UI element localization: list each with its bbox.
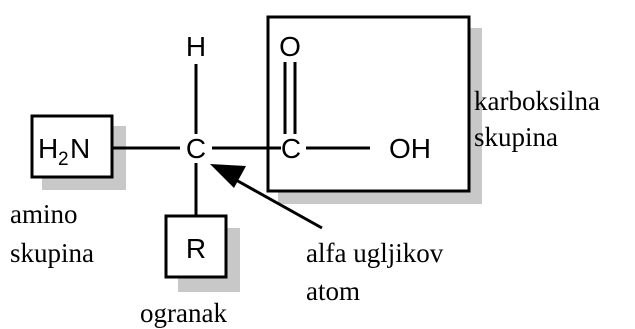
amino-label-line1: amino: [10, 199, 78, 229]
side-chain-r: R: [186, 233, 206, 264]
carboxyl-group-box: [266, 15, 471, 193]
carboxyl-label-line1: karboksilna: [474, 86, 600, 116]
amino-subscript: 2: [58, 149, 69, 170]
hydrogen-atom: H: [186, 31, 206, 62]
amino-hydrogen: H: [38, 133, 58, 164]
carbonyl-oxygen-atom: O: [279, 31, 301, 62]
alpha-carbon-atom: C: [186, 133, 206, 164]
alpha-carbon-label-line1: alfa ugljikov: [306, 238, 444, 268]
amino-group-box: [30, 114, 114, 179]
hydroxyl-group: OH: [389, 133, 431, 164]
amino-nitrogen: N: [70, 133, 90, 164]
carboxyl-label-line2: skupina: [474, 122, 558, 152]
carboxyl-carbon-atom: C: [281, 133, 301, 164]
alpha-carbon-arrow-head: [210, 164, 246, 188]
side-chain-label: ogranak: [140, 298, 227, 328]
alpha-carbon-arrow-line: [235, 178, 323, 230]
amino-label-line2: skupina: [10, 238, 94, 268]
alpha-carbon-label-line2: atom: [306, 276, 360, 306]
